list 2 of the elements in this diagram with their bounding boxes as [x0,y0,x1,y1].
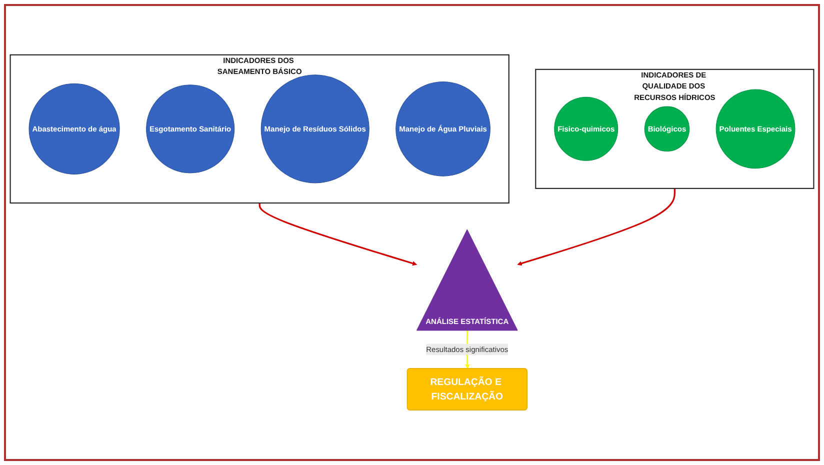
arrow [258,203,418,266]
arrow [517,188,676,266]
